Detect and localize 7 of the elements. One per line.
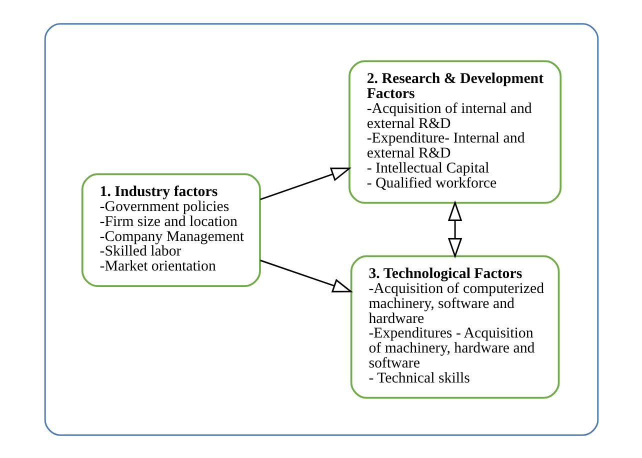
- cluster: [44, 22, 598, 436]
- arrow: [447, 200, 462, 258]
- node-box: 3. Technological Factors -Acquisition of computerized machinery, software and hardware -Expenditures - Acquisition of machinery, hardware and software - Technical skills: [350, 254, 560, 398]
- arrow: [260, 259, 352, 292]
- node-box: 1. Industry factors -Government policies -Firm size and location -Company Management -Skilled labor -Market orientation: [80, 172, 260, 286]
- arrow: [260, 167, 351, 200]
- node-box: 2. Research & Development Factors -Acquisition of internal and external R&D -Expenditure- Internal and external R&D - Intellectual Capital - Qualified workforce: [348, 60, 562, 204]
